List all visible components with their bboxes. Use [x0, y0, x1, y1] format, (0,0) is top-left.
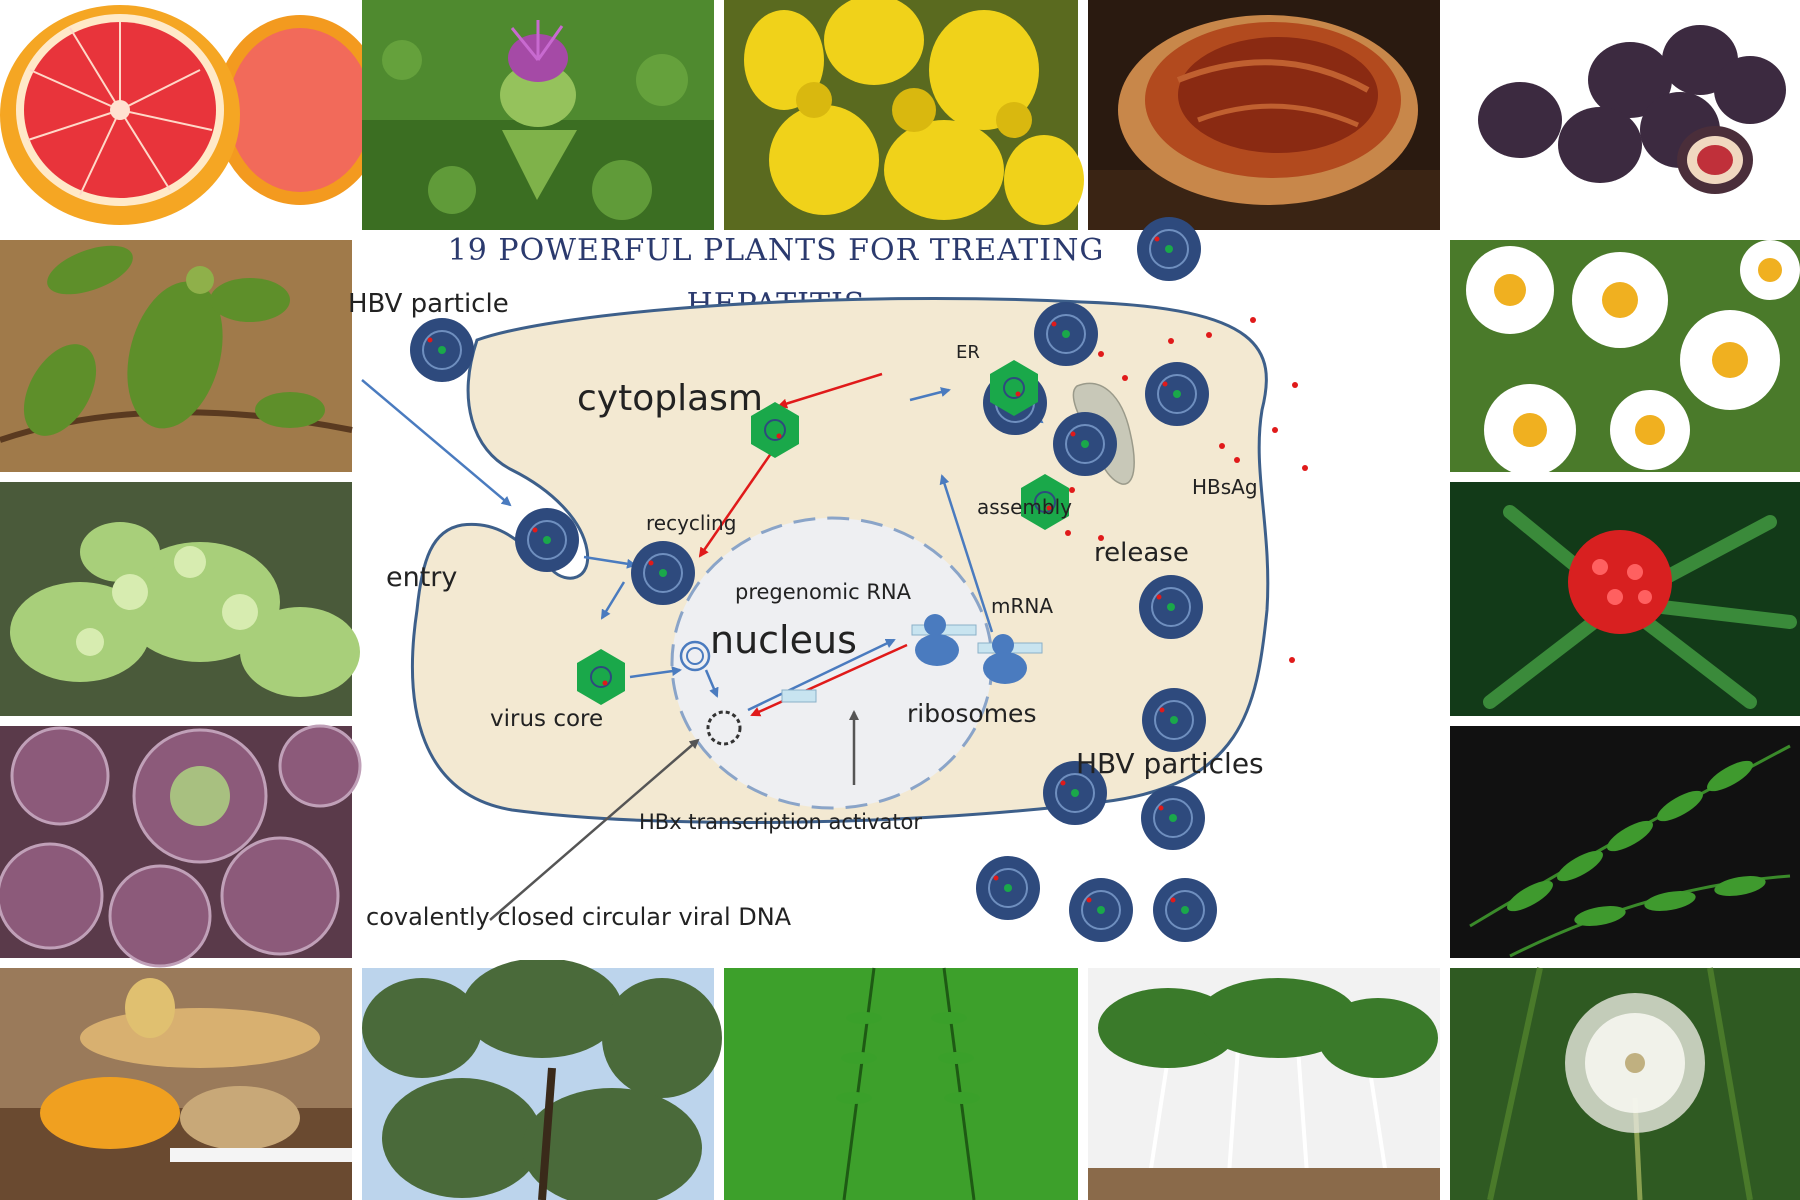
to-cccdna-arrow: [704, 669, 719, 698]
red-flower-plant-photo: [1450, 482, 1800, 716]
virus-core-label: virus core: [490, 706, 603, 732]
recycling-to-nucleus-arrow: [698, 451, 774, 558]
free-particle: [1152, 877, 1218, 943]
cytoplasm-label: cytoplasm: [577, 378, 763, 419]
reishi-mushroom-photo: [1088, 0, 1440, 230]
sprouts-photo: [1088, 968, 1440, 1200]
to-assembly-arrow: [939, 474, 994, 633]
ribosome-1: [911, 614, 977, 666]
cccdna-arrow: [489, 738, 700, 921]
hbsag-marks-near-core: [1065, 487, 1104, 541]
free-particle: [1138, 574, 1204, 640]
recycling-arrow: [777, 372, 883, 409]
ribosome-2: [977, 634, 1043, 684]
pregenomic-rna-ring: [679, 640, 711, 672]
hbv-particle-label: HBV particle: [348, 289, 509, 319]
ribosomes-label: ribosomes: [907, 699, 1036, 728]
nucleus-label: nucleus: [710, 618, 857, 662]
assembly-label: assembly: [977, 495, 1072, 519]
title-line-1: 19 POWERFUL PLANTS FOR TREATING: [448, 233, 1105, 268]
free-particle: [1140, 785, 1206, 851]
free-particle: [1033, 301, 1099, 367]
hbv-particles-label: HBV particles: [1076, 747, 1264, 780]
cccdna-circle: [706, 710, 742, 746]
fern-leaves-photo: [724, 967, 1078, 1200]
hbx-label: HBx transcription activator: [639, 810, 922, 834]
er-label: ER: [956, 342, 980, 363]
hbv-particle: [409, 317, 475, 383]
transcription-arrow: [747, 638, 896, 712]
to-er-arrow: [909, 387, 951, 402]
hbv-lifecycle-diagram: 19 POWERFUL PLANTS FOR TREATING HEPATITI…: [348, 216, 1438, 960]
leafy-tree-photo: [362, 958, 722, 1200]
free-particle: [1068, 877, 1134, 943]
pregenomic-rna-inner: [686, 647, 704, 665]
hbsag-dots: [1098, 317, 1308, 663]
free-particle: [1144, 361, 1210, 427]
shrub-leaves-photo: [0, 240, 353, 472]
to-core-arrow: [600, 581, 626, 620]
dandelion-photo: [1450, 967, 1800, 1200]
milk-thistle-photo: [362, 0, 714, 230]
hbsag-label: HBsAg: [1192, 475, 1258, 499]
liverwort-photo: [0, 482, 360, 716]
artichokes-photo: [0, 724, 362, 968]
free-particle: [1141, 687, 1207, 753]
uncoated-particle: [630, 540, 696, 606]
grapefruit-photo: [0, 0, 385, 230]
rna-return-arrow: [750, 643, 908, 717]
core-to-nucleus-arrow: [629, 666, 682, 679]
release-label: release: [1094, 538, 1189, 568]
pregenomic-rna-label: pregenomic RNA: [735, 580, 912, 604]
entry-arrow: [361, 379, 512, 507]
chamomile-photo: [1450, 240, 1800, 476]
free-particle: [975, 855, 1041, 921]
neem-leaves-photo: [1450, 726, 1800, 958]
mrna-strand: [781, 689, 817, 703]
free-particle: [1136, 216, 1202, 282]
ginger-turmeric-photo: [0, 968, 352, 1200]
mrna-label: mRNA: [991, 594, 1053, 618]
entering-particle: [514, 507, 580, 573]
released-particle: [1052, 411, 1118, 477]
uncoating-arrow: [583, 555, 637, 569]
entry-label: entry: [386, 562, 457, 593]
cccdna-label: covalently closed circular viral DNA: [366, 903, 792, 931]
figs-photo: [1450, 0, 1800, 230]
golden-shower-tree-photo: [724, 0, 1084, 230]
recycling-label: recycling: [646, 511, 736, 535]
